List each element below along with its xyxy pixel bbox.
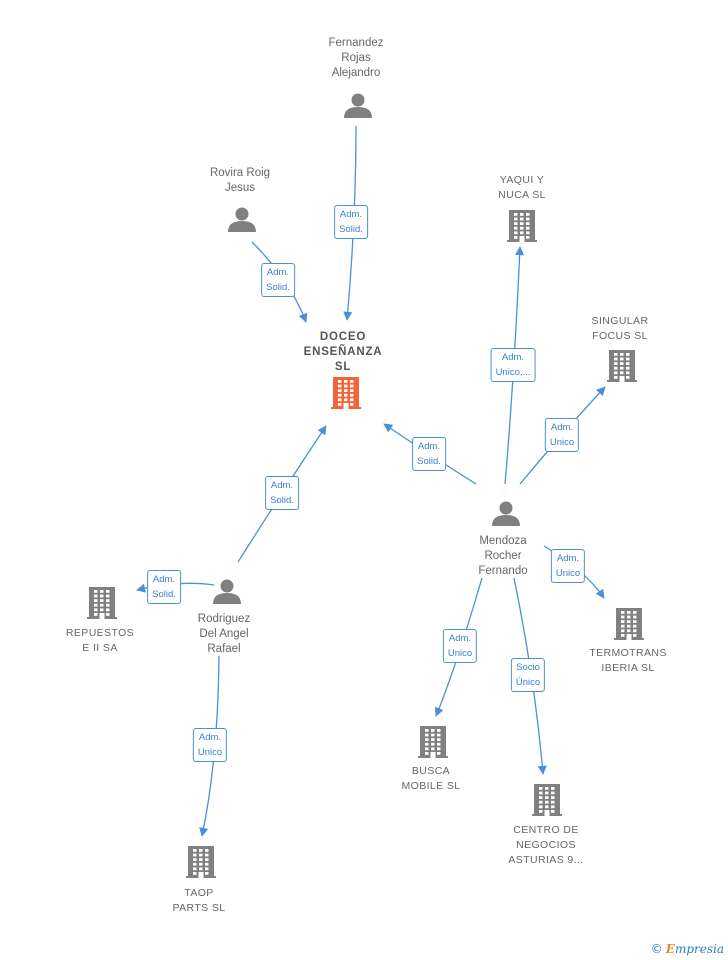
node-label-centro[interactable]: CENTRO DE NEGOCIOS ASTURIAS 9... xyxy=(508,824,584,866)
brand-name: mpresia xyxy=(674,942,724,956)
edge-label-mendoza-centro[interactable]: Socio Único xyxy=(510,658,546,692)
empresia-brand: ©Empresia xyxy=(651,942,724,956)
edge-label-mendoza-yaqui[interactable]: Adm. Unico,... xyxy=(490,348,536,382)
building-icon-busca[interactable] xyxy=(418,726,448,758)
person-icon-mendoza[interactable] xyxy=(492,501,520,527)
person-icon-fernandez[interactable] xyxy=(344,93,372,119)
node-label-doceo[interactable]: DOCEO ENSEÑANZA SL xyxy=(303,331,383,373)
node-label-rodriguez[interactable]: Rodriguez Del Angel Rafael xyxy=(197,613,251,655)
edge-label-mendoza-doceo[interactable]: Adm. Solid. xyxy=(412,437,446,471)
building-icon-doceo[interactable] xyxy=(331,377,361,409)
node-label-singular[interactable]: SINGULAR FOCUS SL xyxy=(591,315,649,342)
edge-label-rodriguez-taop[interactable]: Adm. Unico xyxy=(192,728,228,762)
person-icon-rodriguez[interactable] xyxy=(213,579,241,605)
copyright-icon: © xyxy=(650,942,663,956)
building-icon-singular[interactable] xyxy=(607,350,637,382)
edge-label-mendoza-singular[interactable]: Adm. Unico xyxy=(544,418,580,452)
edge-label-rodriguez-doceo[interactable]: Adm. Solid. xyxy=(265,476,299,510)
edge-label-fernandez-doceo[interactable]: Adm. Solid. xyxy=(334,205,368,239)
node-label-busca[interactable]: BUSCA MOBILE SL xyxy=(401,765,461,792)
node-label-taop[interactable]: TAOP PARTS SL xyxy=(172,887,226,914)
edge-label-mendoza-termotrans[interactable]: Adm. Unico xyxy=(550,549,586,583)
edge-label-mendoza-busca[interactable]: Adm. Unico xyxy=(442,629,478,663)
node-label-repuestos[interactable]: REPUESTOS E II SA xyxy=(65,627,135,654)
building-icon-centro[interactable] xyxy=(532,784,562,816)
node-label-yaqui[interactable]: YAQUI Y NUCA SL xyxy=(498,174,546,201)
node-label-termotrans[interactable]: TERMOTRANS IBERIA SL xyxy=(589,647,667,674)
person-icon-rovira[interactable] xyxy=(228,207,256,233)
building-icon-repuestos[interactable] xyxy=(87,587,117,619)
edge-label-rovira-doceo[interactable]: Adm. Solid. xyxy=(261,263,295,297)
node-label-mendoza[interactable]: Mendoza Rocher Fernando xyxy=(478,535,528,577)
building-icon-termotrans[interactable] xyxy=(614,608,644,640)
node-label-fernandez[interactable]: Fernandez Rojas Alejandro xyxy=(328,37,384,79)
brand-initial: E xyxy=(665,942,675,956)
node-label-rovira[interactable]: Rovira Roig Jesus xyxy=(209,167,271,194)
building-icon-taop[interactable] xyxy=(186,846,216,878)
building-icon-yaqui[interactable] xyxy=(507,210,537,242)
edge-label-rodriguez-repuestos[interactable]: Adm. Solid. xyxy=(147,570,181,604)
